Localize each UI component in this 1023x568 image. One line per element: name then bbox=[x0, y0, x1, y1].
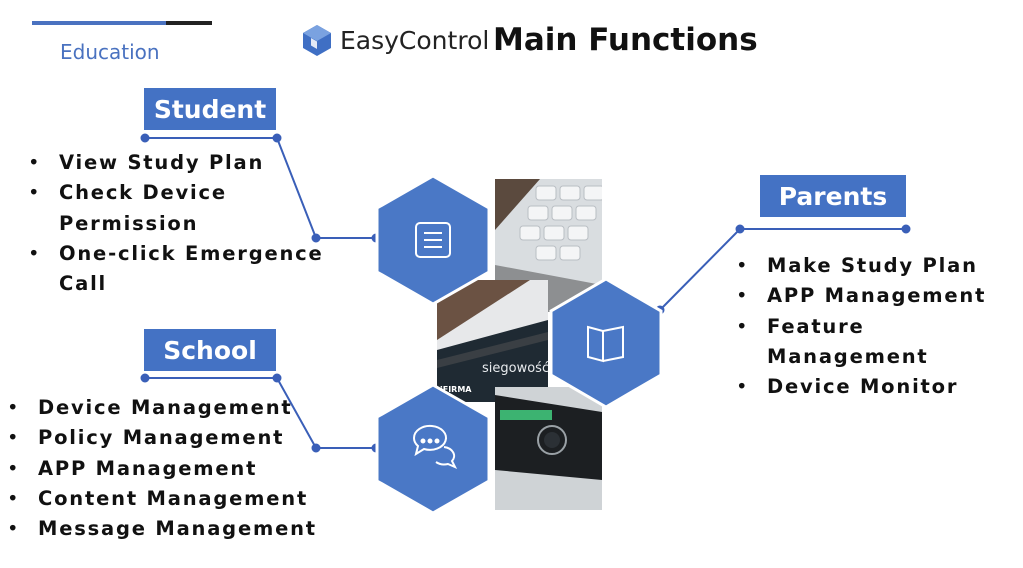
list-item: Content Management bbox=[7, 484, 327, 515]
list-item: One-click Emergence Call bbox=[28, 239, 328, 300]
section-label: Education bbox=[60, 40, 160, 64]
list-item: Feature Management bbox=[736, 312, 1023, 373]
page-title: Main Functions bbox=[493, 22, 758, 58]
document-icon bbox=[415, 222, 451, 258]
list-item: Device Management bbox=[7, 393, 327, 424]
parents-hexagon bbox=[549, 277, 663, 409]
chat-bubbles-icon bbox=[412, 424, 458, 469]
photo-firma-text: iFIRMA bbox=[440, 385, 472, 394]
student-function-list: View Study Plan Check Device Permission … bbox=[28, 148, 328, 299]
parents-connector bbox=[655, 224, 911, 315]
header-accent-bar bbox=[32, 21, 166, 25]
tablet-photo bbox=[495, 387, 602, 510]
student-label: Student bbox=[144, 88, 276, 130]
list-item: Make Study Plan bbox=[736, 251, 1023, 282]
list-item: Message Management bbox=[7, 514, 327, 545]
laptop-photo: iFIRMA siegowość fa bbox=[437, 280, 566, 402]
photo-banner-text: siegowość fa bbox=[482, 361, 566, 376]
list-item: Policy Management bbox=[7, 423, 327, 454]
header-dark-bar bbox=[166, 21, 212, 25]
book-icon bbox=[587, 325, 624, 363]
parents-label: Parents bbox=[760, 175, 906, 217]
list-item: View Study Plan bbox=[28, 148, 328, 179]
school-label: School bbox=[144, 329, 276, 371]
list-item: APP Management bbox=[7, 454, 327, 485]
list-item: Device Monitor bbox=[736, 372, 1023, 403]
parents-function-list: Make Study Plan APP Management Feature M… bbox=[736, 251, 1023, 403]
list-item: APP Management bbox=[736, 281, 1023, 312]
school-function-list: Device Management Policy Management APP … bbox=[7, 393, 327, 545]
list-item: Check Device Permission bbox=[28, 178, 328, 239]
easycontrol-logo-icon bbox=[303, 25, 331, 56]
brand-name: EasyControl bbox=[340, 26, 490, 55]
